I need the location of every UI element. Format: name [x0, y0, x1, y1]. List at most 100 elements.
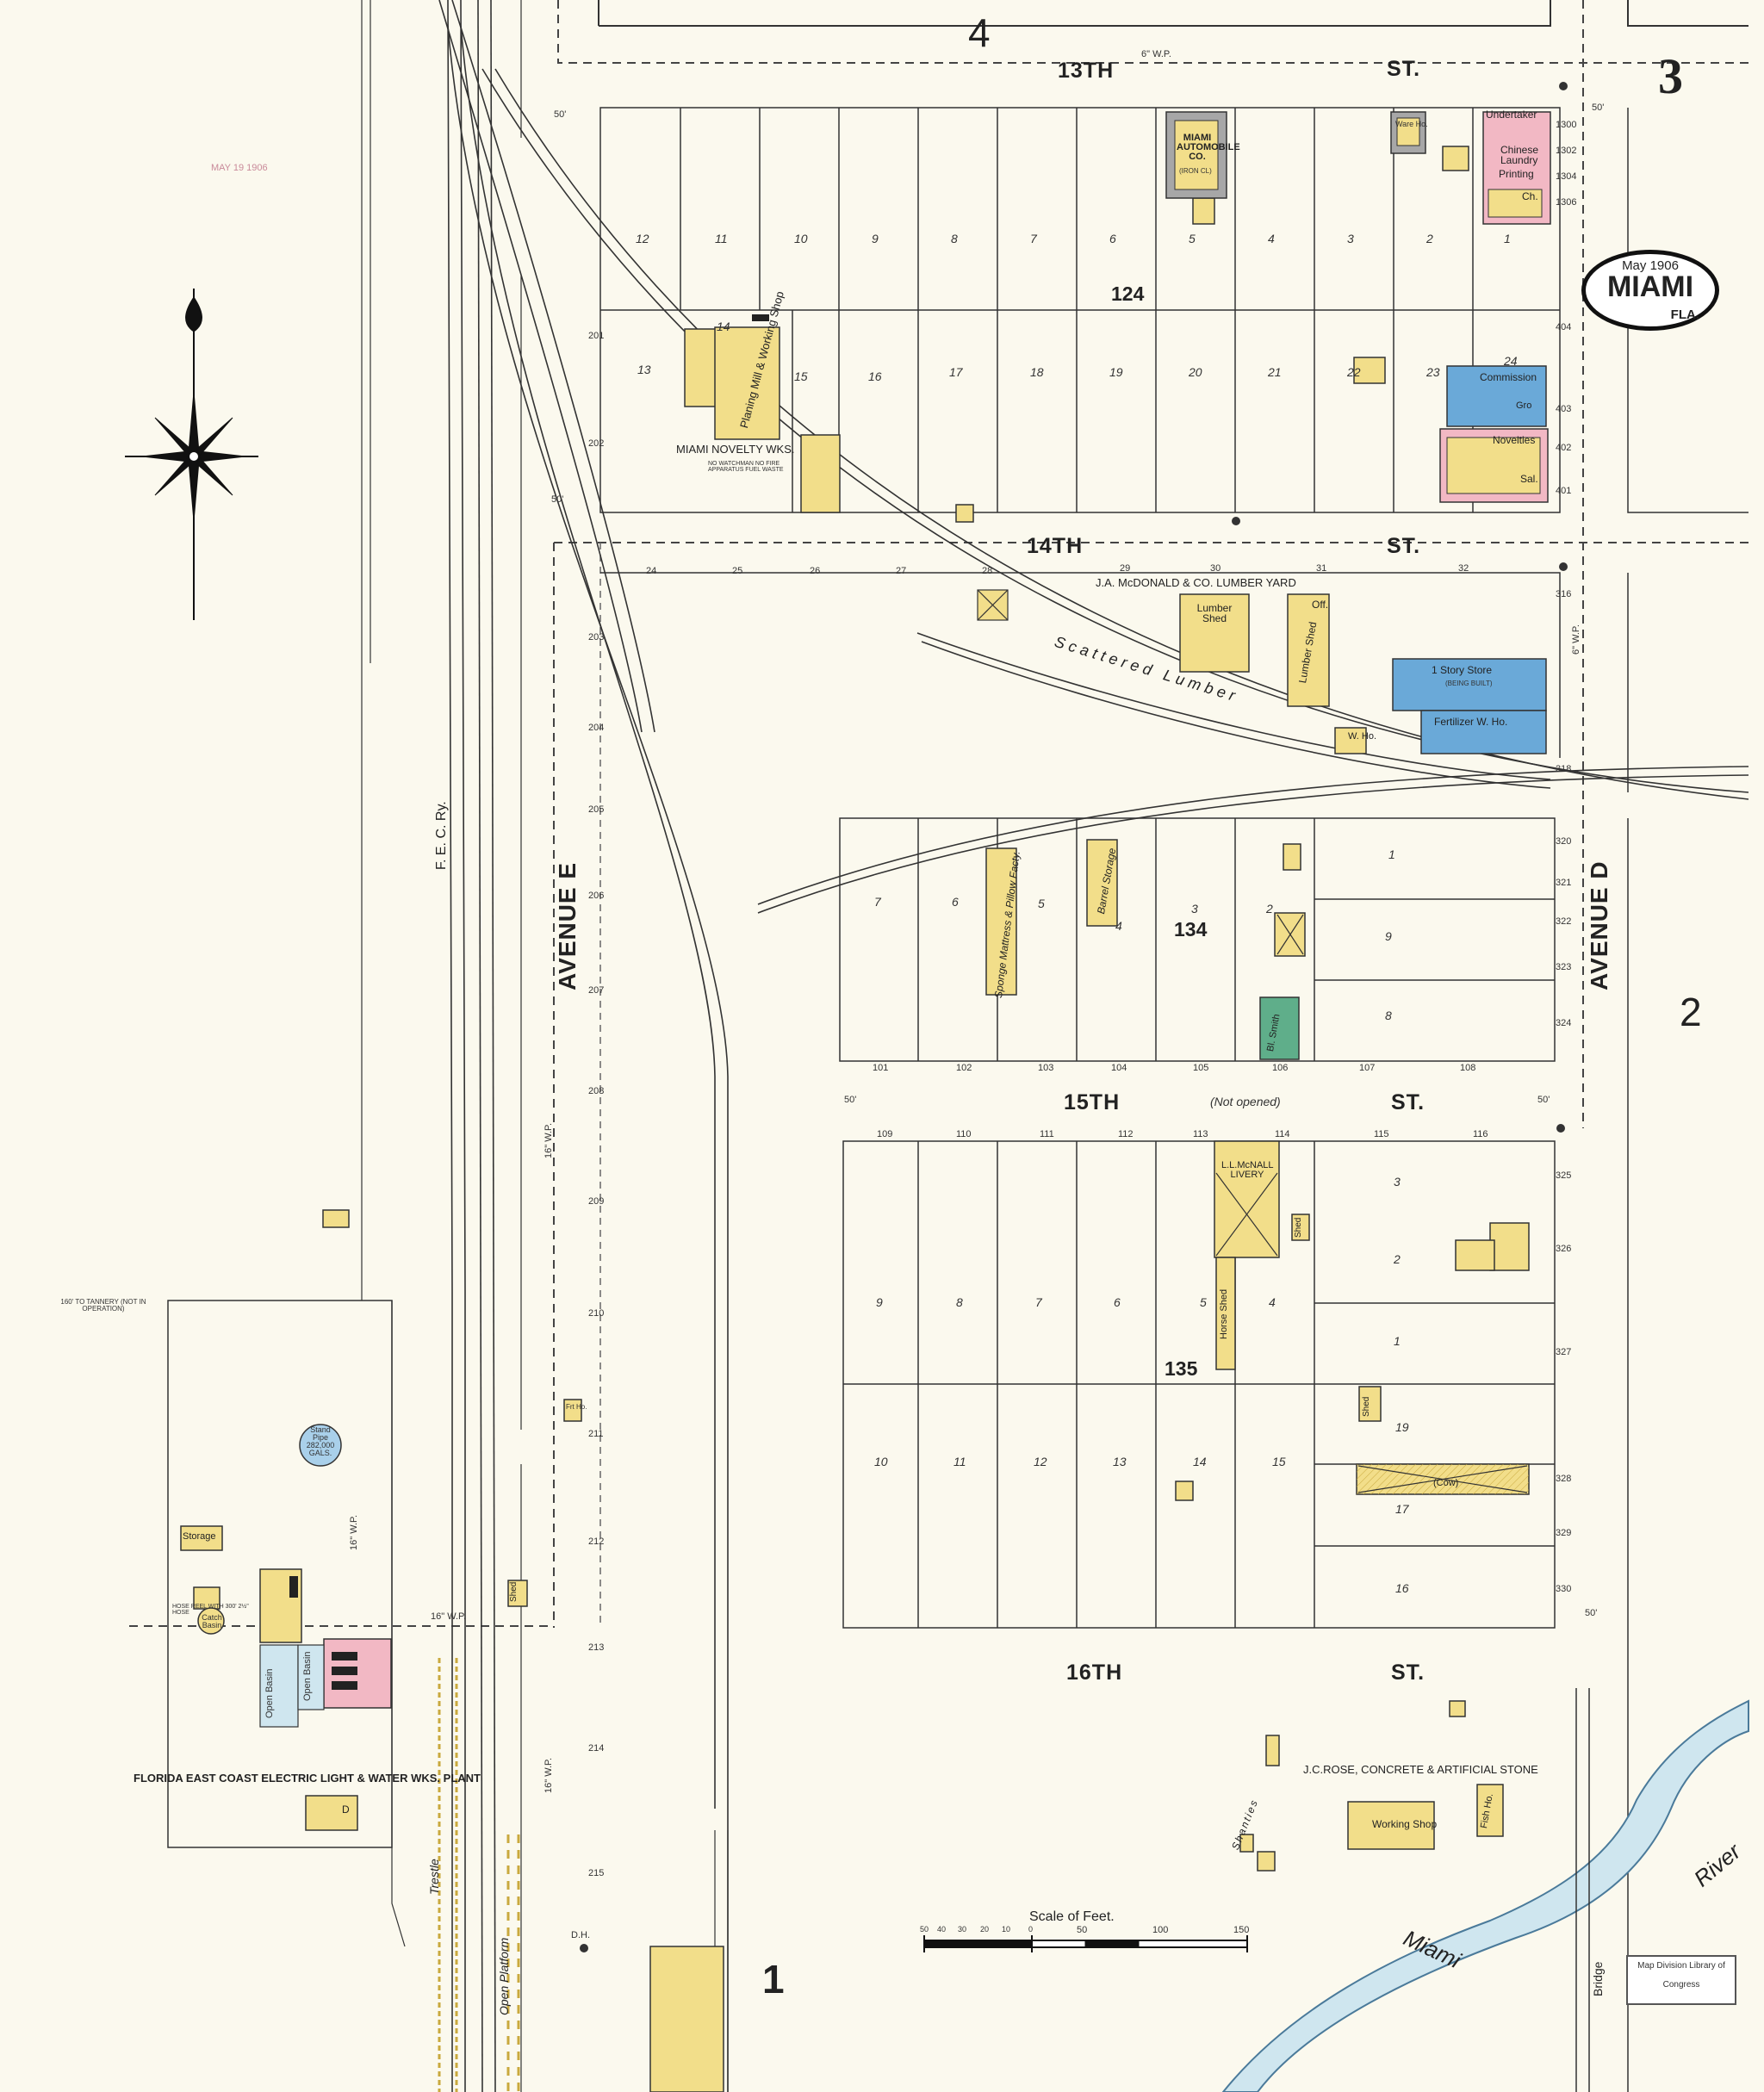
- address: 318: [1556, 764, 1572, 774]
- bridge-label: Bridge: [1591, 1961, 1605, 1996]
- address: 1304: [1556, 171, 1577, 182]
- chinese-laundry-label: Chinese Laundry: [1500, 144, 1539, 166]
- lot-number: 2: [1394, 1252, 1401, 1266]
- lot-number: 6: [1109, 232, 1116, 245]
- being-built-label: (BEING BUILT): [1445, 680, 1493, 687]
- adjacent-sheet-outline: [1627, 0, 1748, 27]
- address: 211: [588, 1429, 604, 1439]
- adjacent-sheet-4: 4: [968, 10, 991, 55]
- adobe-building: [1259, 996, 1300, 1060]
- iron-clad-label: (IRON CL): [1179, 167, 1212, 175]
- lot-number: 2: [1266, 902, 1273, 916]
- lot-number: 12: [1034, 1455, 1047, 1468]
- address: 209: [588, 1196, 605, 1207]
- street-13th-st: ST.: [1387, 57, 1421, 81]
- avenue-d-label: AVENUE D: [1586, 860, 1612, 990]
- lot-number: 31: [1316, 563, 1327, 574]
- address: 205: [588, 804, 605, 815]
- lot-number: 16: [1395, 1581, 1409, 1595]
- scale-tick-40: 40: [937, 1925, 947, 1934]
- shed-b-label: Shed: [1362, 1396, 1371, 1417]
- scale-tick-0: 0: [1028, 1925, 1034, 1934]
- address: 330: [1556, 1584, 1572, 1594]
- shed-a-label: Shed: [1294, 1217, 1303, 1238]
- east-blocks: [1627, 108, 1748, 2092]
- street-14th: 14TH: [1027, 534, 1084, 558]
- address: 329: [1556, 1528, 1572, 1538]
- lot-number: 9: [1385, 929, 1392, 943]
- scale-bar: [923, 1935, 1248, 1952]
- lot-number: 19: [1395, 1420, 1409, 1434]
- distance-6: 50': [1585, 1608, 1598, 1618]
- iron-inner: [1174, 117, 1420, 190]
- lot-number: 13: [1113, 1455, 1127, 1468]
- water-pipe-16in-a: 16" W.P.: [349, 1514, 359, 1550]
- address: 202: [588, 438, 605, 449]
- lot-number: 5: [1189, 232, 1196, 245]
- lot-number: 21: [1268, 365, 1282, 379]
- street-not-opened: (Not opened): [1210, 1095, 1281, 1108]
- lot-number: 12: [636, 232, 649, 245]
- lot-number: 9: [876, 1295, 883, 1309]
- address: 207: [588, 985, 605, 996]
- city-date-stamp: May 1906 MIAMI FLA.: [1581, 250, 1719, 331]
- lot-number: 105: [1193, 1063, 1209, 1073]
- scale-tick-50a: 50: [920, 1925, 929, 1934]
- address: 215: [588, 1868, 605, 1878]
- working-shop-label: Working Shop: [1372, 1818, 1438, 1830]
- lot-number: 24: [646, 566, 657, 576]
- adjacent-sheet-4-outline: [598, 0, 1551, 27]
- block-135-number: 135: [1165, 1357, 1198, 1380]
- scale-tick-10: 10: [1002, 1925, 1011, 1934]
- distance-4: 50': [844, 1095, 857, 1105]
- block-124: [599, 107, 1561, 513]
- distance-2: 50': [551, 494, 564, 505]
- block-134: [839, 817, 1556, 1062]
- church-label: Ch.: [1522, 190, 1538, 202]
- lot-number: 10: [794, 232, 808, 245]
- block-134-number: 134: [1174, 918, 1208, 940]
- catch-basin-label: Catch Basin: [202, 1613, 222, 1630]
- sheet-boundary-lower: [129, 542, 1748, 1628]
- lumber-yard-label: J.A. McDONALD & CO. LUMBER YARD: [1096, 576, 1296, 589]
- lot-number: 114: [1275, 1129, 1290, 1139]
- lot-number: 11: [953, 1455, 966, 1468]
- engine-blocks: [289, 314, 769, 1690]
- novelties-label: Novelties: [1493, 434, 1536, 446]
- cow-shed-label: (Cow): [1433, 1478, 1459, 1488]
- lot-number: 106: [1272, 1063, 1289, 1073]
- stamp-date: May 1906: [1622, 258, 1679, 273]
- lot-number: 18: [1030, 365, 1044, 379]
- rose-concrete-label: J.C.ROSE, CONCRETE & ARTIFICIAL STONE: [1303, 1763, 1538, 1776]
- hose-reel-label: HOSE REEL WITH 300' 2½" HOSE: [172, 1604, 249, 1616]
- lot-number: 15: [1272, 1455, 1286, 1468]
- catch-basin: [197, 1607, 225, 1635]
- lot-number: 107: [1359, 1063, 1376, 1073]
- undertaker-label: Undertaker: [1486, 109, 1537, 121]
- address: 201: [588, 331, 605, 341]
- lot-number: 19: [1109, 365, 1123, 379]
- street-14th-st: ST.: [1387, 534, 1421, 558]
- scale-tick-150: 150: [1233, 1925, 1250, 1935]
- scale-tick-30: 30: [958, 1925, 967, 1934]
- sheet-boundary-top: [557, 0, 1748, 64]
- railroad-tracks: [438, 0, 1749, 2092]
- livery-label: L.L.McNALL LIVERY: [1221, 1160, 1274, 1180]
- lot-number: 110: [956, 1129, 972, 1139]
- scale-tick-50: 50: [1077, 1925, 1088, 1935]
- tannery-label: 160' TO TANNERY (NOT IN OPERATION): [60, 1298, 146, 1313]
- miami-novelty-label: MIAMI NOVELTY WKS.: [676, 443, 795, 456]
- stand-pipe-label: Stand Pipe 282,000 GALS.: [306, 1425, 335, 1457]
- lot-number: 8: [956, 1295, 963, 1309]
- water-pipe-6in: 6" W.P.: [1141, 49, 1171, 59]
- lot-number: 111: [1040, 1129, 1054, 1139]
- address: 322: [1556, 916, 1572, 927]
- lot-number: 32: [1458, 563, 1469, 574]
- lot-number: 28: [982, 566, 993, 576]
- lot-number: 23: [1426, 365, 1440, 379]
- street-15th: 15TH: [1064, 1090, 1121, 1114]
- block-124-number: 124: [1111, 282, 1145, 305]
- water-pipe-6in-b: 6" W.P.: [1571, 624, 1581, 655]
- distance-5: 50': [1537, 1095, 1550, 1105]
- stamp-state: FLA.: [1670, 307, 1699, 322]
